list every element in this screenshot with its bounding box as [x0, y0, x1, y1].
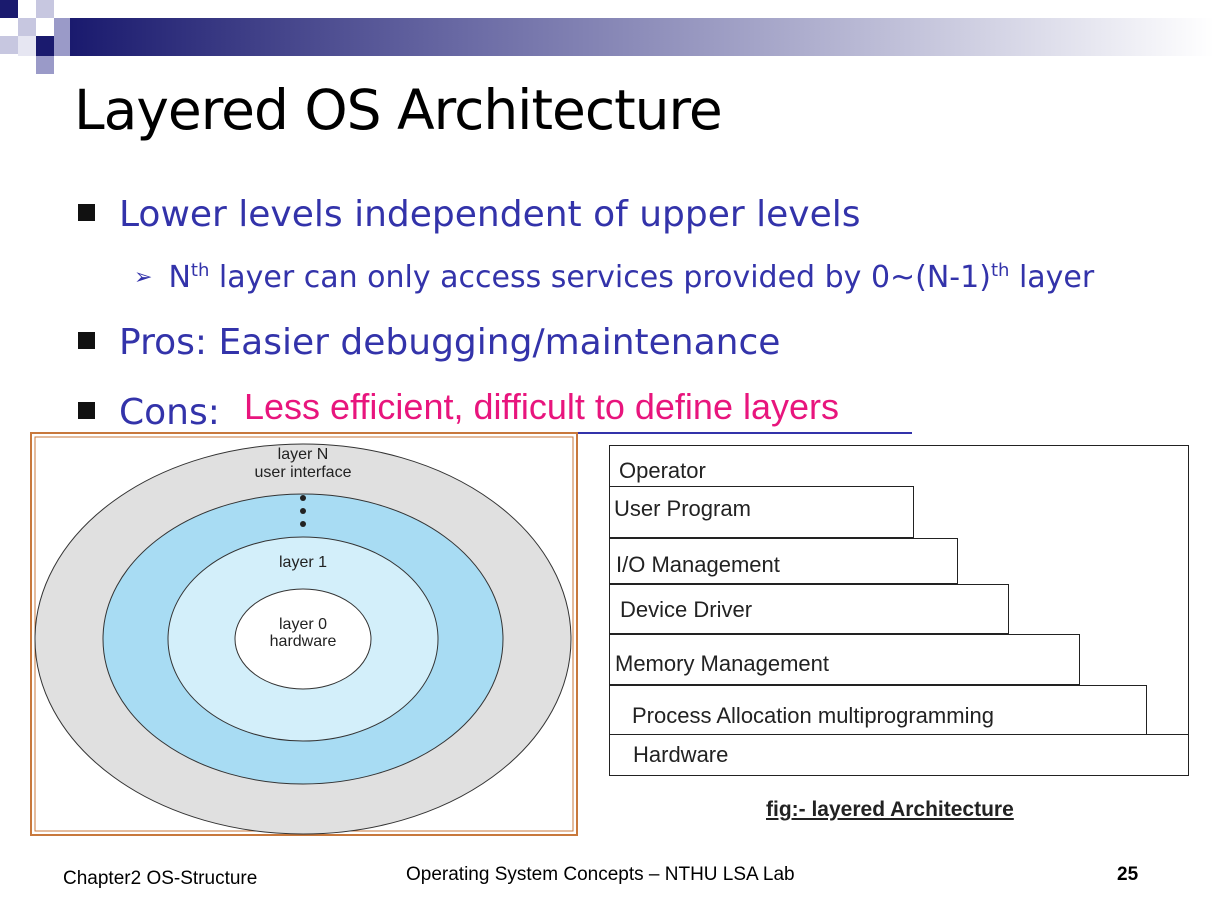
footer-chapter: Chapter2 OS-Structure: [63, 868, 258, 889]
slide-title: Layered OS Architecture: [74, 78, 723, 142]
cons-answer: Less efficient, difficult to define laye…: [244, 386, 840, 427]
layer-operator-label: Operator: [619, 458, 706, 483]
layer-io-label: I/O Management: [616, 552, 780, 577]
layer-device-box: [609, 584, 1009, 634]
layer-user-program-box: [609, 486, 914, 538]
ellipsis-dot: [300, 495, 306, 501]
label-hardware: hardware: [270, 633, 337, 650]
label-layer-0: layer 0: [279, 616, 327, 633]
arrow-bullet-icon: ➢: [134, 265, 153, 290]
layer-hardware-box: [609, 734, 1189, 776]
square-bullet-icon: [78, 402, 95, 419]
layer-device-label: Device Driver: [620, 597, 753, 622]
ellipsis-dot: [300, 508, 306, 514]
figure-caption: fig:- layered Architecture: [766, 798, 1014, 821]
label-layer-1: layer 1: [279, 554, 327, 571]
concentric-layers-figure: layer N user interface layer 1 layer 0 h…: [30, 432, 578, 836]
bullet-cons: Cons:: [78, 392, 220, 433]
layer-io-box: [609, 538, 958, 584]
square-bullet-icon: [78, 332, 95, 349]
page-number: 25: [1117, 864, 1139, 885]
ring-layer-0: [234, 588, 372, 690]
square-bullet-icon: [78, 204, 95, 221]
layer-memory-box: [609, 634, 1080, 685]
layer-process-label: Process Allocation multiprogramming: [632, 703, 994, 728]
label-user-interface: user interface: [255, 464, 352, 481]
layer-user-program-label: User Program: [614, 496, 751, 521]
layer-process-box: [609, 685, 1147, 735]
bullet-lower-levels: Lower levels independent of upper levels: [78, 194, 861, 235]
bullet-pros: Pros: Easier debugging/maintenance: [78, 322, 780, 363]
sub-bullet-nth-layer: ➢Nth layer can only access services prov…: [134, 260, 1095, 295]
layer-memory-label: Memory Management: [615, 651, 829, 676]
label-layer-n: layer N: [278, 446, 329, 463]
ellipsis-dot: [300, 521, 306, 527]
header-decoration: [0, 0, 1214, 74]
layer-hardware-label: Hardware: [633, 742, 729, 767]
footer-course: Operating System Concepts – NTHU LSA Lab: [406, 864, 795, 885]
